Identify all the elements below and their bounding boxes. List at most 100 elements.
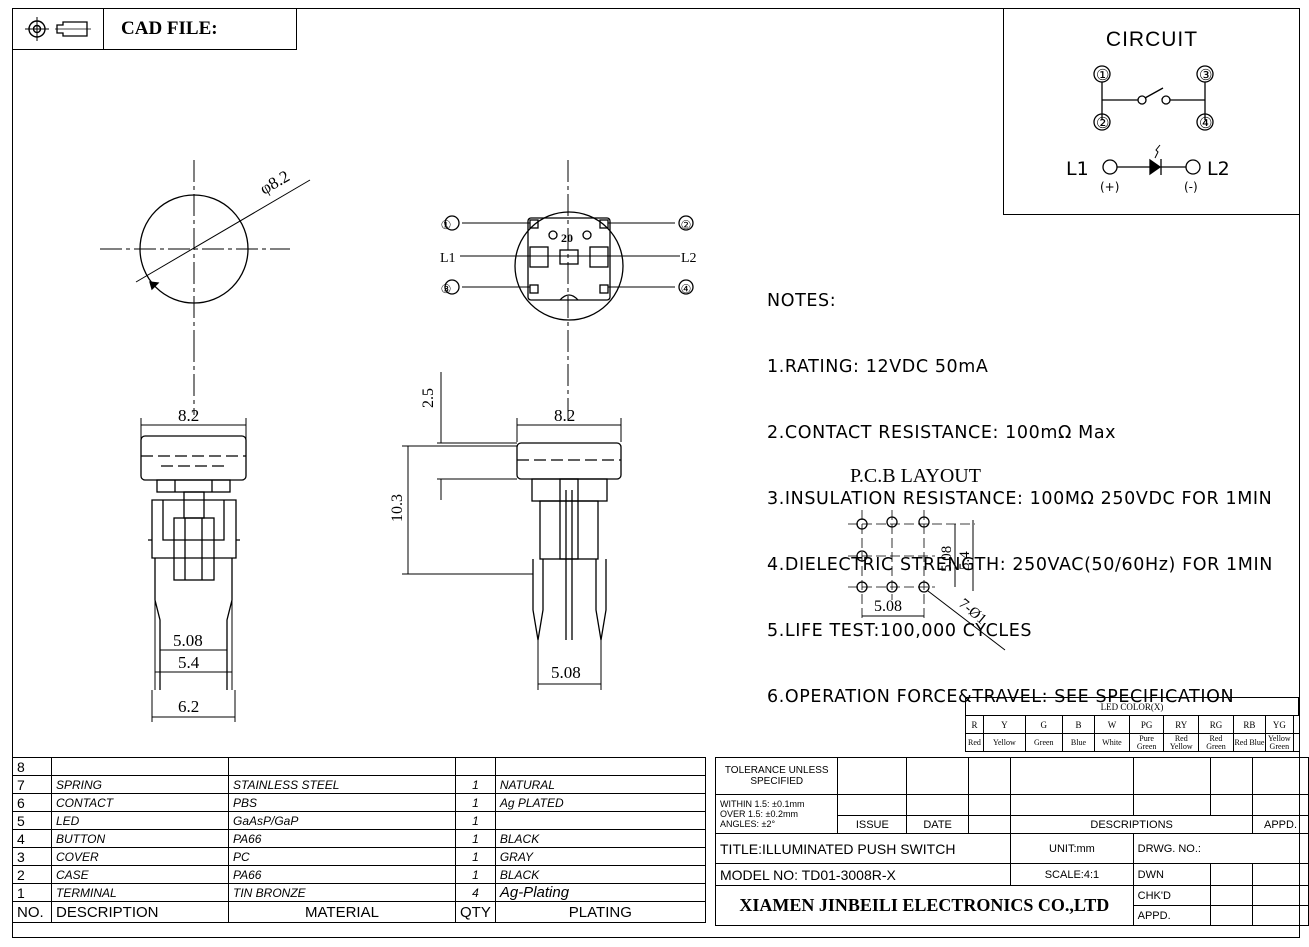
led-code: Y <box>982 715 1026 734</box>
title-block: TOLERANCE UNLESS SPECIFIED WITHIN 1.5: ±… <box>714 757 1309 926</box>
note-item: 3.INSULATION RESISTANCE: 100MΩ 250VDC FO… <box>767 489 1273 509</box>
part-number-mark: 20 <box>561 231 573 245</box>
note-item: 4.DIELECTRIC STRENGTH: 250VAC(50/60Hz) F… <box>767 555 1273 575</box>
led-name: Yellow <box>982 733 1026 752</box>
pcb-layout-title: P.C.B LAYOUT <box>850 465 981 487</box>
issue-label: ISSUE <box>837 815 908 834</box>
table-row: 7 SPRING STAINLESS STEEL 1 NATURAL <box>12 775 706 794</box>
pcb-layout-drawing <box>848 510 1006 651</box>
circuit-panel: CIRCUIT <box>1003 8 1300 215</box>
pin-view <box>444 160 694 420</box>
led-name: White <box>1094 733 1130 752</box>
drawing-frame <box>12 8 1300 938</box>
company-name: XIAMEN JINBEILI ELECTRONICS CO.,LTD <box>715 885 1134 926</box>
circuit-pin-3: ③ <box>1199 68 1212 84</box>
circuit-l2: L2 <box>1207 158 1230 180</box>
led-name: Red Blue <box>1232 733 1267 752</box>
pcb-pitch-y2: 5.4 <box>957 551 973 570</box>
led-code: B <box>1061 715 1096 734</box>
led-name: Yellow Green <box>1265 733 1294 752</box>
circuit-schematic <box>1093 65 1214 176</box>
pcb-pitch-x: 5.08 <box>874 598 902 615</box>
pin-label-1: ① <box>441 218 452 232</box>
pcb-pitch-y1: 5.08 <box>939 546 955 572</box>
front-width1: 5.4 <box>178 653 200 672</box>
col-plating: PLATING <box>494 901 706 923</box>
circuit-minus: (-) <box>1184 180 1198 194</box>
front-width2: 6.2 <box>178 697 199 716</box>
table-row: 3 COVER PC 1 GRAY <box>12 847 706 866</box>
table-row: 6 CONTACT PBS 1 Ag PLATED <box>12 793 706 812</box>
side-view <box>402 372 622 690</box>
cad-file-label: CAD FILE: <box>121 18 218 39</box>
note-item: 1.RATING: 12VDC 50mA <box>767 357 989 377</box>
notes-block: NOTES: 1.RATING: 12VDC 50mA 2.CONTACT RE… <box>767 246 1273 730</box>
led-code: YG <box>1265 715 1294 734</box>
led-color-table: LED COLOR(X) R Y G B W PG RY RG RB YG Re… <box>965 697 1299 752</box>
drawing-number-label: DRWG. NO.: <box>1132 833 1309 864</box>
note-item: 5.LIFE TEST:100,000 CYCLES <box>767 621 1033 641</box>
tolerance-label: TOLERANCE UNLESS SPECIFIED <box>714 757 839 795</box>
circuit-l1: L1 <box>1066 158 1089 180</box>
table-row: 1 TERMINAL TIN BRONZE 4 Ag-Plating <box>12 883 706 902</box>
led-name: Red <box>965 733 984 752</box>
led-name: Green <box>1024 733 1063 752</box>
cap-height-label: 2.5 <box>420 388 437 408</box>
drawn-label: DWN <box>1132 863 1212 886</box>
led-code: G <box>1024 715 1063 734</box>
approved-label: APPD. <box>1132 905 1212 926</box>
led-code: RY <box>1163 715 1200 734</box>
pin-label-3: ③ <box>441 282 452 296</box>
led-name: Red Yellow <box>1163 733 1200 752</box>
projection-cell <box>13 9 104 49</box>
top-view <box>100 160 311 415</box>
led-code: W <box>1094 715 1130 734</box>
first-angle-projection-icon <box>25 17 91 41</box>
note-item: 2.CONTACT RESISTANCE: 100mΩ Max <box>767 423 1117 443</box>
checked-label: CHK'D <box>1132 885 1212 906</box>
circuit-pin-2: ② <box>1096 116 1109 132</box>
appd-label: APPD. <box>1252 815 1309 834</box>
pin-l2-label: L2 <box>681 251 697 266</box>
descriptions-label: DESCRIPTIONS <box>1010 815 1254 834</box>
led-code: RB <box>1232 715 1267 734</box>
pin-label-2: ② <box>681 218 692 232</box>
led-name: Red Green <box>1198 733 1234 752</box>
pin-label-4: ④ <box>681 282 692 296</box>
front-pitch: 5.08 <box>173 631 203 650</box>
table-header-row: NO. DESCRIPTION MATERIAL QTY PLATING <box>12 901 706 923</box>
table-row: 8 <box>12 757 706 776</box>
tolerance-details: WITHIN 1.5: ±0.1mm OVER 1.5: ±0.2mm ANGL… <box>714 794 839 834</box>
table-row: 5 LED GaAsP/GaP 1 <box>12 811 706 830</box>
cad-header: CAD FILE: <box>12 8 297 50</box>
led-code: PG <box>1128 715 1165 734</box>
col-material: MATERIAL <box>228 901 456 923</box>
circuit-plus: (+) <box>1100 180 1119 194</box>
unit-label: UNIT:mm <box>1010 833 1134 864</box>
table-row: 4 BUTTON PA66 1 BLACK <box>12 829 706 848</box>
drawing-title: TITLE:ILLUMINATED PUSH SWITCH <box>714 833 1012 864</box>
front-view <box>140 418 247 722</box>
date-label: DATE <box>906 815 970 834</box>
pin-l1-label: L1 <box>440 251 456 266</box>
led-name: Pure Green <box>1128 733 1165 752</box>
model-number: MODEL NO: TD01-3008R-X <box>714 863 1012 886</box>
led-code: R <box>965 715 984 734</box>
col-qty: QTY <box>455 901 496 923</box>
led-name: Blue <box>1061 733 1096 752</box>
scale-label: SCALE:4:1 <box>1010 863 1134 886</box>
circuit-title: CIRCUIT <box>1105 28 1199 51</box>
side-cap-width: 8.2 <box>554 406 575 425</box>
led-code: RG <box>1198 715 1234 734</box>
col-no: NO. <box>12 901 52 923</box>
notes-title: NOTES: <box>767 291 837 311</box>
circuit-pin-4: ④ <box>1199 116 1212 132</box>
front-cap-width: 8.2 <box>178 406 199 425</box>
circuit-pin-1: ① <box>1096 68 1109 84</box>
col-description: DESCRIPTION <box>51 901 229 923</box>
table-row: 2 CASE PA66 1 BLACK <box>12 865 706 884</box>
bom-table: 8 7 SPRING STAINLESS STEEL 1 NATURAL 6 C… <box>12 757 706 923</box>
side-pitch: 5.08 <box>551 663 581 682</box>
total-height-label: 10.3 <box>389 494 406 522</box>
